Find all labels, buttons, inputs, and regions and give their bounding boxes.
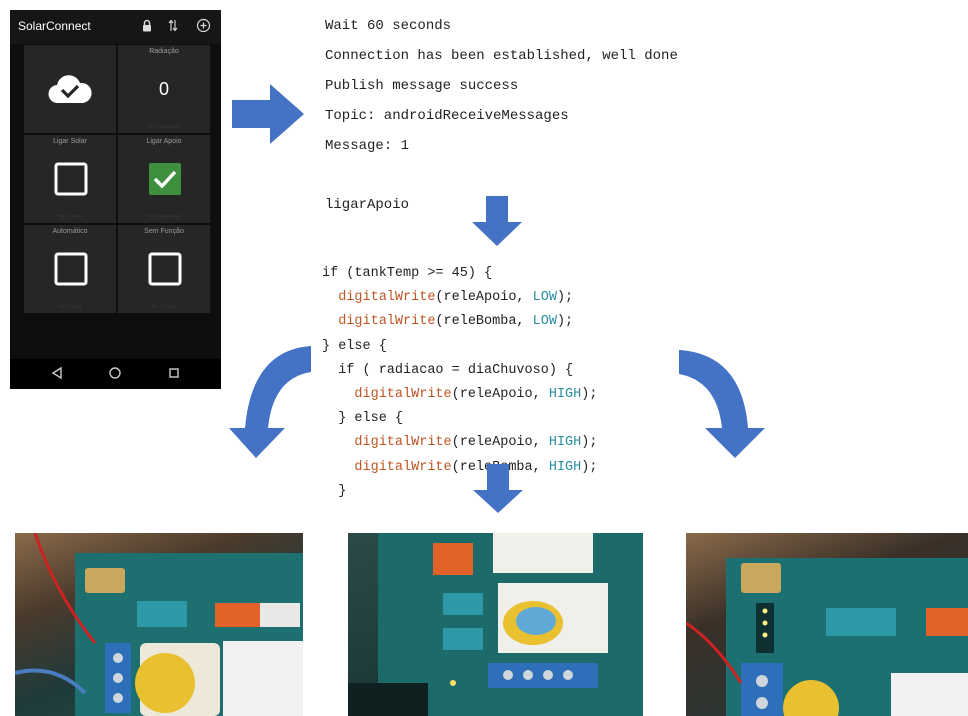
back-triangle-icon[interactable] [50,366,64,380]
recents-square-icon[interactable] [167,366,181,380]
checkbox-empty-icon[interactable] [54,252,88,286]
code-line: digitalWrite(releBomba, LOW); [338,314,574,330]
checkbox-checked-icon[interactable] [148,162,182,196]
tile-ligar-apoio[interactable]: Ligar Apoio Há 5 segundos [118,135,210,223]
command-label: ligarApoio [325,197,410,213]
terminal-line: Connection has been established, well do… [325,48,678,64]
down-arrow-bottom [473,464,523,513]
tile-sem-funcao[interactable]: Sem Função Há 7 horas [118,225,210,313]
android-nav-bar [10,359,221,389]
terminal-line: Wait 60 seconds [325,18,452,34]
checkbox-empty-icon[interactable] [54,162,88,196]
tile-footer: Há 7 horas [57,304,83,310]
tile-label: Automático [52,228,88,235]
photo-board-left [15,533,303,716]
code-line: } else { [338,411,404,427]
app-toolbar: SolarConnect [10,10,221,44]
tile-footer: Há 1 segundos [147,124,181,130]
add-circle-icon[interactable] [196,18,211,33]
phone-screenshot: SolarConnect Radiação 0 Há 1 segundos Li… [10,10,221,389]
right-arrow [232,84,304,144]
tile-radiacao[interactable]: Radiação 0 Há 1 segundos [118,45,210,133]
code-line: digitalWrite(releApoio, HIGH); [354,387,598,403]
tile-ligar-solar[interactable]: Ligar Solar Há 7 horas [24,135,116,223]
tile-footer: Há 7 horas [151,304,177,310]
code-line: } else { [322,338,387,354]
board-photo-graphic [348,533,643,716]
sort-icon[interactable] [168,19,178,32]
curved-arrow-left [229,346,311,458]
tile-label: Sem Função [144,228,184,235]
tile-label: Ligar Apoio [146,138,182,145]
tile-footer: Há 5 segundos [147,214,181,220]
code-line: if (tankTemp >= 45) { [322,266,493,281]
code-line: digitalWrite(releApoio, LOW); [338,290,574,306]
terminal-line: Message: 1 [325,138,410,154]
code-line: } [338,483,347,499]
down-arrow-top [472,196,522,246]
curved-arrow-right [679,350,765,458]
tile-label: Ligar Solar [53,138,87,145]
lock-icon[interactable] [142,19,152,32]
tile-label: Radiação [149,48,179,55]
board-photo-graphic [686,558,968,716]
cloud-check-icon [48,75,92,104]
tile-automatico[interactable]: Automático Há 7 horas [24,225,116,313]
terminal-line: Publish message success [325,78,519,94]
arduino-code: if (tankTemp >= 45) { digitalWrite(releA… [322,262,597,504]
tile-footer: Há 7 horas [57,214,83,220]
terminal-line: Topic: androidReceiveMessages [325,108,569,124]
code-line: digitalWrite(releApoio, HIGH); [354,435,598,451]
checkbox-empty-icon[interactable] [148,252,182,286]
tile-connection[interactable] [24,45,116,133]
photo-board-middle [348,533,643,716]
app-title: SolarConnect [18,19,91,33]
radiacao-value: 0 [158,79,169,99]
photo-board-right [686,533,968,716]
board-photo-graphic [15,533,303,716]
home-circle-icon[interactable] [108,366,122,380]
code-line: if ( radiacao = diaChuvoso) { [338,362,574,378]
